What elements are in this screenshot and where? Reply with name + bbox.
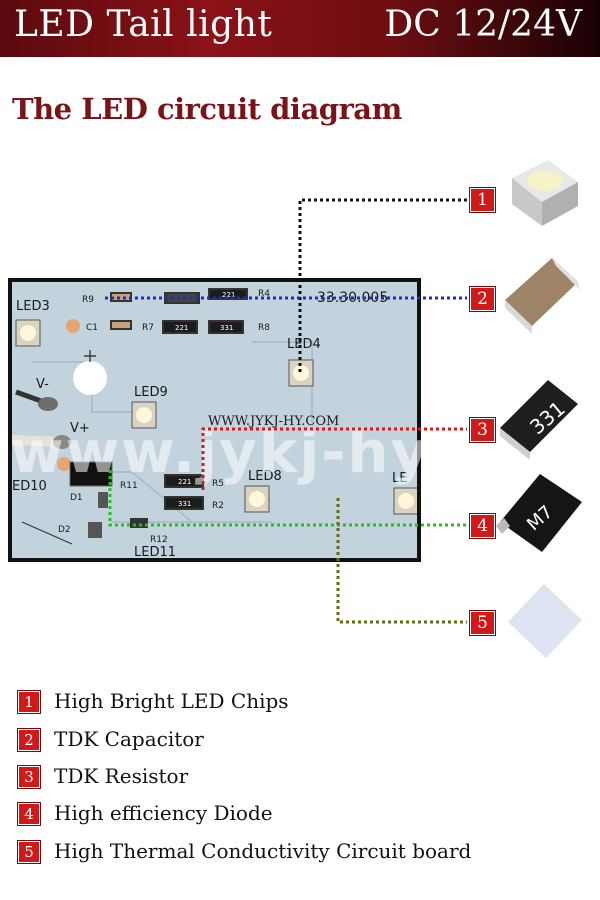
solder-vminus xyxy=(38,397,58,411)
label-led10: ED10 xyxy=(12,479,47,494)
label-led9: LED9 xyxy=(134,385,168,400)
label-led3: LED3 xyxy=(16,299,50,314)
legend-label: High Thermal Conductivity Circuit board xyxy=(54,839,472,863)
label-led11: LED11 xyxy=(134,545,176,558)
page-heading: The LED circuit diagram xyxy=(12,92,402,126)
cross-mark xyxy=(84,350,96,362)
label-led4: LED4 xyxy=(287,337,321,352)
chip-text-331b: 331 xyxy=(178,500,191,508)
legend-number: 3 xyxy=(18,766,40,788)
label-r12: R12 xyxy=(150,535,168,545)
diode-marking: M7 xyxy=(523,502,557,536)
wire-vplus xyxy=(12,435,61,447)
marker-4: 4 xyxy=(470,514,495,538)
component-circuit-board-icon xyxy=(508,584,582,658)
banner-voltage: DC 12/24V xyxy=(384,4,582,45)
label-vplus: V+ xyxy=(70,421,90,436)
silk-line xyxy=(21,521,73,545)
marker-2: 2 xyxy=(470,287,495,311)
label-r4: R4 xyxy=(258,289,270,299)
legend-label: TDK Resistor xyxy=(54,764,189,788)
pad-dot xyxy=(57,457,71,471)
label-r2: R2 xyxy=(212,501,224,511)
legend-label: High efficiency Diode xyxy=(54,801,273,825)
label-part-no: 33.30.005 xyxy=(317,290,388,306)
label-r7: R7 xyxy=(142,323,154,333)
marker-1: 1 xyxy=(470,188,495,212)
component-led-chip-icon xyxy=(512,160,578,226)
solder-vplus xyxy=(53,435,71,449)
legend-label: High Bright LED Chips xyxy=(54,689,289,713)
label-d1: D1 xyxy=(70,493,83,503)
title-banner: LED Tail light DC 12/24V xyxy=(0,0,600,57)
banner-title: LED Tail light xyxy=(14,4,273,45)
chip-text-221b: 221 xyxy=(175,324,188,332)
legend-number: 5 xyxy=(18,841,40,863)
legend-number: 2 xyxy=(18,729,40,751)
label-vminus: V- xyxy=(36,377,49,392)
pad-dot xyxy=(66,319,80,333)
marker-3: 3 xyxy=(470,418,495,442)
chip-text-331: 331 xyxy=(220,324,233,332)
watermark: www.jykj-hy.com xyxy=(10,418,590,486)
component-capacitor-icon xyxy=(505,258,580,334)
label-r9: R9 xyxy=(82,295,94,305)
mount-hole xyxy=(73,361,107,395)
label-r8: R8 xyxy=(258,323,270,333)
legend-label: TDK Capacitor xyxy=(54,727,204,751)
legend-number: 4 xyxy=(18,803,40,825)
legend-number: 1 xyxy=(18,691,40,713)
chip-text-221a: 221 xyxy=(222,291,235,299)
label-d2: D2 xyxy=(58,525,71,535)
label-url: WWW.JYKJ-HY.COM xyxy=(208,414,339,429)
label-c1: C1 xyxy=(86,323,98,333)
marker-5: 5 xyxy=(470,611,495,635)
